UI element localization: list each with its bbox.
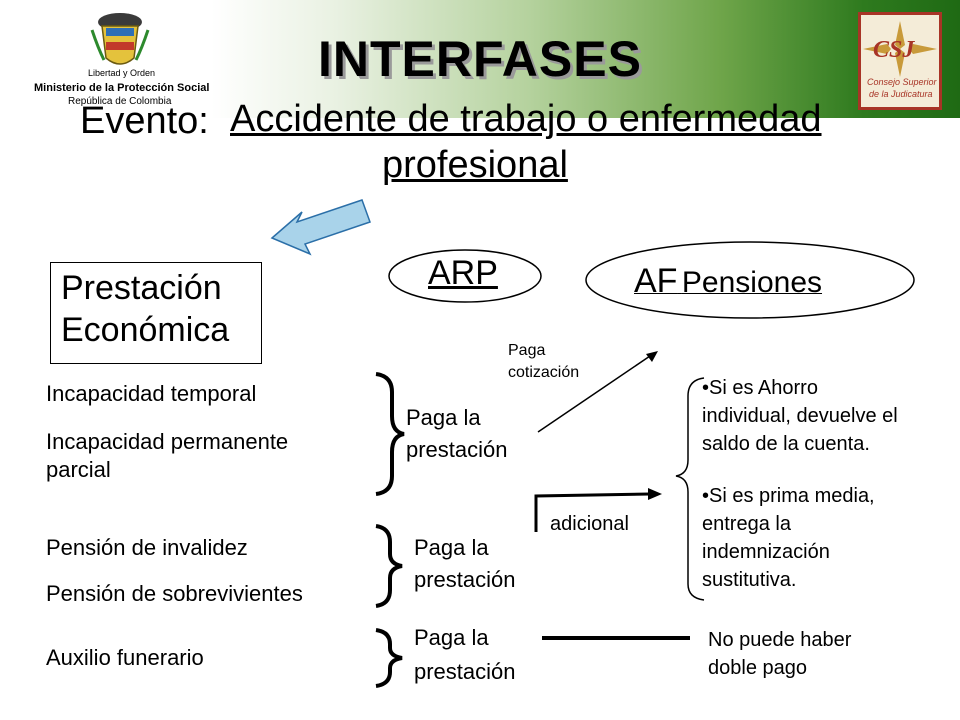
paga-cotizacion-line2: cotización xyxy=(508,364,580,381)
action-1-line1: Paga la xyxy=(406,405,481,430)
item-pension-sobrevivientes: Pensión de sobrevivientes xyxy=(46,581,303,606)
prestacion-box: Prestación Económica xyxy=(50,262,262,364)
adicional-arrow xyxy=(534,492,651,532)
header-band xyxy=(0,0,960,118)
item-pension-invalidez: Pensión de invalidez xyxy=(46,535,248,560)
action-2-line2: prestación xyxy=(414,567,516,592)
evento-label: Evento: xyxy=(80,100,209,142)
item-auxilio-funerario: Auxilio funerario xyxy=(46,645,204,670)
csj-line1: Consejo Superior xyxy=(867,77,937,87)
csj-logo: CSJ Consejo Superior de la Judicatura xyxy=(858,12,942,110)
action-3-line1: Paga la xyxy=(414,625,489,650)
page-title: INTERFASES xyxy=(318,31,642,87)
compass-rose-icon xyxy=(863,21,937,77)
item-incapacidad-permanente: Incapacidad permanente xyxy=(46,429,289,454)
paga-cotizacion-line1: Paga xyxy=(508,342,546,359)
action-3-line2: prestación xyxy=(414,659,516,684)
cotizacion-arrow xyxy=(537,355,651,433)
no-doble-pago: No puede haber doble pago xyxy=(708,626,851,682)
prestacion-line2: Económica xyxy=(61,311,230,349)
no-doble-line1: No puede haber xyxy=(708,629,852,651)
bullet-ahorro: •Si es Ahorro individual, devuelve el sa… xyxy=(702,374,958,458)
brace-2 xyxy=(375,524,403,608)
af-suffix: Pensiones xyxy=(681,266,823,299)
evento-text-line1: Accidente de trabajo o enfermedad xyxy=(230,98,822,140)
prestacion-line1: Prestación xyxy=(61,269,222,307)
cotizacion-arrowhead xyxy=(646,351,658,362)
bullet-ahorro-line1: •Si es Ahorro xyxy=(702,377,818,399)
logo-line2: Ministerio de la Protección Social xyxy=(34,82,210,94)
action-2-line1: Paga la xyxy=(414,535,489,560)
bullet-ahorro-line3: saldo de la cuenta. xyxy=(702,433,870,455)
brace-3 xyxy=(375,628,403,688)
ministerio-logo: Libertad y Orden Ministerio de la Protec… xyxy=(30,6,210,110)
bullet-prima-media: •Si es prima media, entrega la indemniza… xyxy=(702,482,958,594)
arp-ellipse xyxy=(388,249,542,303)
bullet-prima-line1: •Si es prima media, xyxy=(702,485,875,507)
pointer-arrow-icon xyxy=(270,199,371,256)
coat-of-arms-icon xyxy=(90,13,150,65)
adicional-label: adicional xyxy=(550,513,629,535)
adicional-arrowhead xyxy=(648,488,662,500)
af-label: AF Pensiones xyxy=(634,262,822,301)
evento-text-line2: profesional xyxy=(382,144,568,186)
brace-1 xyxy=(375,372,405,496)
bullet-ahorro-line2: individual, devuelve el xyxy=(702,405,898,427)
logo-line3: República de Colombia xyxy=(68,96,172,107)
item-parcial: parcial xyxy=(46,457,111,482)
logo-line1: Libertad y Orden xyxy=(88,68,156,78)
right-brace xyxy=(675,377,705,601)
arp-label: ARP xyxy=(428,254,498,292)
bullet-prima-line2: entrega la xyxy=(702,513,791,535)
bullet-prima-line3: indemnización xyxy=(702,541,830,563)
csj-line2: de la Judicatura xyxy=(869,89,933,99)
action-1-line2: prestación xyxy=(406,437,508,462)
af-ellipse xyxy=(585,241,915,319)
csj-monogram: CSJ xyxy=(873,37,915,63)
no-doble-line2: doble pago xyxy=(708,657,807,679)
bullet-prima-line4: sustitutiva. xyxy=(702,569,797,591)
af-prefix: AF xyxy=(634,262,678,300)
item-incapacidad-temporal: Incapacidad temporal xyxy=(46,381,257,406)
